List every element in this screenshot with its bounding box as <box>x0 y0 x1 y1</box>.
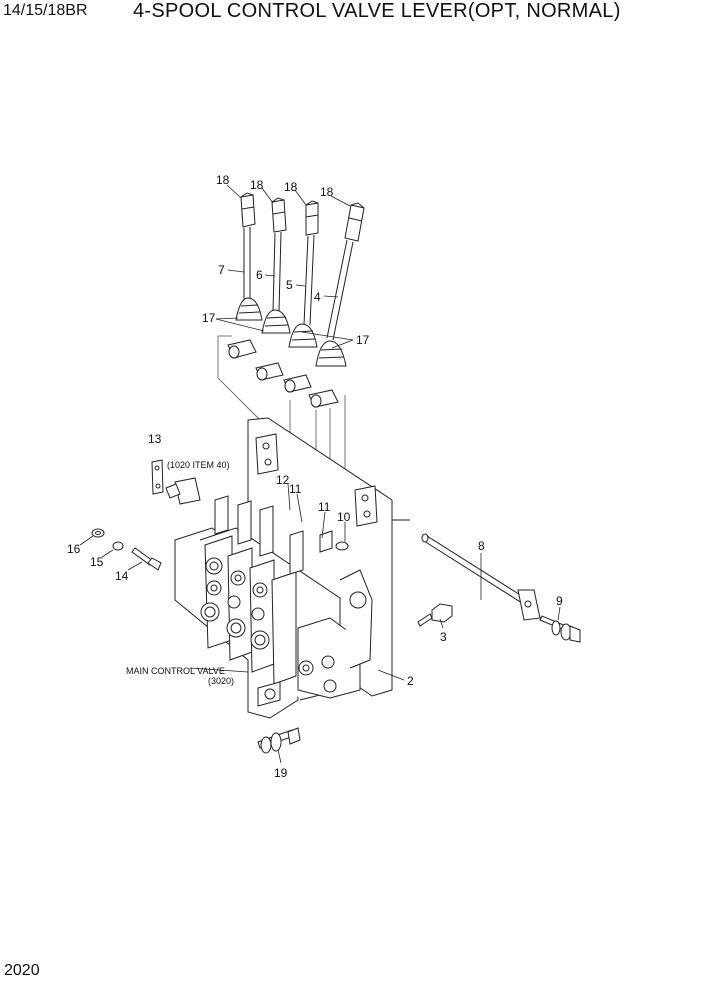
callout-16: 16 <box>67 542 81 556</box>
diagram-title: 4-SPOOL CONTROL VALVE LEVER(OPT, NORMAL) <box>133 0 621 22</box>
callout-18: 18 <box>216 173 230 187</box>
lever-grip-knob-2 <box>271 197 287 233</box>
page-number: 2020 <box>4 962 40 979</box>
bolt-9-assembly <box>539 615 581 643</box>
lever-grip-knob-1 <box>240 192 256 228</box>
item-reference-note: (1020 ITEM 40) <box>167 460 230 470</box>
callout-17: 17 <box>356 333 370 347</box>
main-control-valve-ref: (3020) <box>208 676 234 686</box>
callout-8: 8 <box>478 539 485 553</box>
lever-grip-knob-4 <box>344 202 365 242</box>
callout-13: 13 <box>148 432 162 446</box>
callout-9: 9 <box>556 594 563 608</box>
model-label: 14/15/18BR <box>3 2 88 19</box>
callout-14: 14 <box>115 569 129 583</box>
callout-2: 2 <box>407 674 414 688</box>
callout-17: 17 <box>202 311 216 325</box>
callout-11: 11 <box>289 482 302 496</box>
pivot-rod-8 <box>421 533 541 621</box>
callout-7: 7 <box>218 263 225 277</box>
callout-6: 6 <box>256 268 263 282</box>
bolt-14-washers <box>91 528 162 571</box>
callout-5: 5 <box>286 278 293 292</box>
callout-18: 18 <box>320 185 334 199</box>
callout-19: 19 <box>274 766 288 780</box>
main-control-valve-label: MAIN CONTROL VALVE <box>126 666 225 676</box>
main-control-valve <box>174 527 373 719</box>
callout-4: 4 <box>314 290 321 304</box>
callout-15: 15 <box>90 555 104 569</box>
callout-leaders <box>79 184 561 764</box>
callout-10: 10 <box>337 510 351 524</box>
bolt-19-assembly <box>257 727 301 754</box>
callout-18: 18 <box>250 178 264 192</box>
spool-link-fittings <box>214 495 349 575</box>
callout-18: 18 <box>284 180 298 194</box>
callout-numbers: 18 18 18 18 7 6 5 4 17 17 13 12 11 11 10… <box>67 173 563 780</box>
lever-brackets <box>227 339 339 408</box>
callout-3: 3 <box>440 630 447 644</box>
plate-brackets <box>255 433 378 527</box>
lever-rods <box>243 227 354 341</box>
callout-11: 11 <box>318 500 331 514</box>
rubber-boots <box>235 297 347 367</box>
item-13-bracket <box>151 459 201 505</box>
bolt-3 <box>417 603 453 627</box>
callout-12: 12 <box>276 473 290 487</box>
lever-grip-knob-3 <box>305 200 319 236</box>
